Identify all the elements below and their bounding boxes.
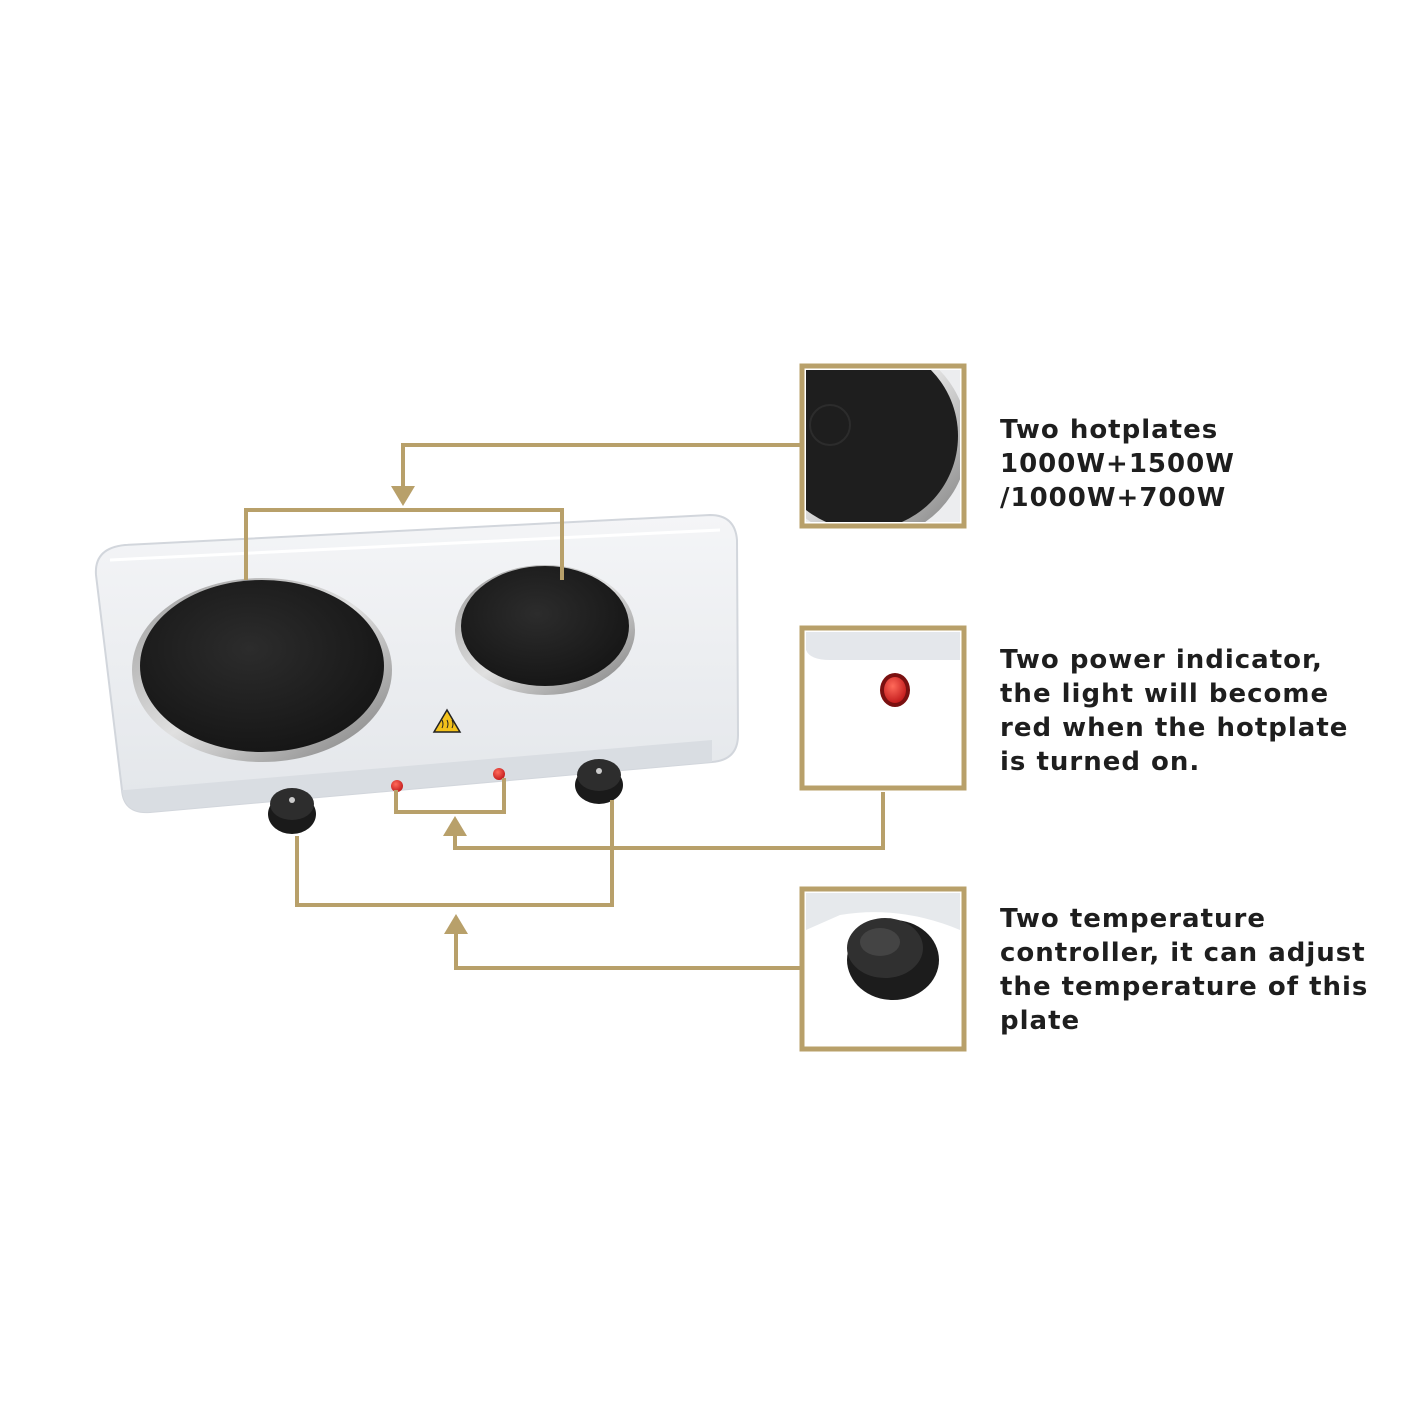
- knob-closeup-thumbnail: [799, 886, 967, 1052]
- right-temperature-knob[interactable]: [575, 759, 623, 804]
- small-hotplate: [455, 565, 635, 695]
- hotplates-line-2: 1000W+1500W: [1000, 449, 1235, 479]
- knob-callout-connector: [295, 800, 800, 970]
- hot-surface-warning-icon: [432, 708, 462, 733]
- power-indicator-description: Two power indicator, the light will beco…: [1000, 643, 1348, 779]
- temperature-controller-line-2: controller, it can adjust: [1000, 938, 1366, 968]
- large-hotplate: [132, 578, 392, 762]
- hotplates-line-1: Two hotplates: [1000, 415, 1219, 445]
- power-indicator-line-3: red when the hotplate: [1000, 713, 1349, 743]
- temperature-controller-line-4: plate: [1000, 1006, 1081, 1036]
- indicator-closeup-thumbnail: [799, 625, 967, 791]
- power-indicator-line-4: is turned on.: [1000, 747, 1201, 777]
- hotplates-line-3: /1000W+700W: [1000, 483, 1227, 513]
- knob-arrow-icon: [444, 914, 468, 934]
- left-temperature-knob[interactable]: [268, 788, 316, 834]
- right-indicator-light: [493, 768, 505, 780]
- power-indicator-line-2: the light will become: [1000, 679, 1330, 709]
- temperature-controller-line-1: Two temperature: [1000, 904, 1266, 934]
- hotplates-description: Two hotplates 1000W+1500W /1000W+700W: [1000, 413, 1235, 515]
- indicator-arrow-icon: [443, 816, 467, 836]
- hotplate-arrow-icon: [391, 486, 415, 506]
- hotplate-closeup-thumbnail: [799, 363, 967, 529]
- left-indicator-light: [391, 780, 403, 792]
- temperature-controller-line-3: the temperature of this: [1000, 972, 1369, 1002]
- indicator-callout-connector: [394, 778, 885, 850]
- hotplate-callout-connector: [244, 443, 800, 580]
- temperature-controller-description: Two temperature controller, it can adjus…: [1000, 902, 1368, 1038]
- power-indicator-line-1: Two power indicator,: [1000, 645, 1323, 675]
